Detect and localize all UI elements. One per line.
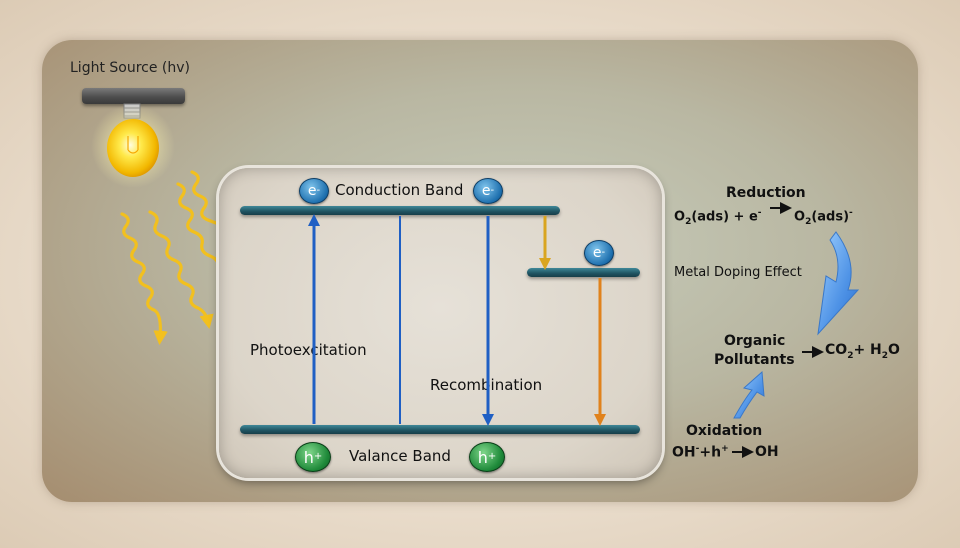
valence-band-label: Valance Band (349, 447, 451, 465)
hole-icon: h+ (469, 442, 505, 472)
oxidation-equation-rhs: OH (755, 444, 779, 460)
reduction-title: Reduction (726, 185, 806, 201)
electron-icon: e- (584, 240, 614, 266)
lamp-mount (82, 88, 185, 104)
light-bulb-icon (91, 103, 175, 188)
hole-icon: h+ (295, 442, 331, 472)
conduction-band-label: Conduction Band (335, 181, 464, 199)
pollutants-line1: Organic (724, 333, 786, 349)
reduction-lhs: O2(ads) + e- (674, 208, 762, 227)
conduction-band (240, 206, 560, 215)
valence-band (240, 425, 640, 434)
metal-doping-label: Metal Doping Effect (674, 265, 802, 280)
electron-icon: e- (299, 178, 329, 204)
electron-icon: e- (473, 178, 503, 204)
reduction-flow-arrow (817, 231, 860, 336)
light-source-label: Light Source (hv) (70, 60, 191, 76)
reduction-rhs: O2(ads)- (794, 208, 853, 227)
recombination-label: Recombination (430, 376, 543, 394)
pollutants-line2: Pollutants (714, 352, 795, 368)
light-ray (148, 210, 214, 330)
oxidation-title: Oxidation (686, 423, 763, 439)
photoexcitation-label: Photoexcitation (250, 341, 367, 359)
oxidation-equation-lhs: OH-+h+ (672, 444, 729, 461)
light-ray (120, 212, 168, 346)
dopant-level (527, 268, 640, 277)
oxidation-flow-arrow (733, 370, 765, 419)
pollutant-products: CO2+ H2O (825, 342, 900, 361)
